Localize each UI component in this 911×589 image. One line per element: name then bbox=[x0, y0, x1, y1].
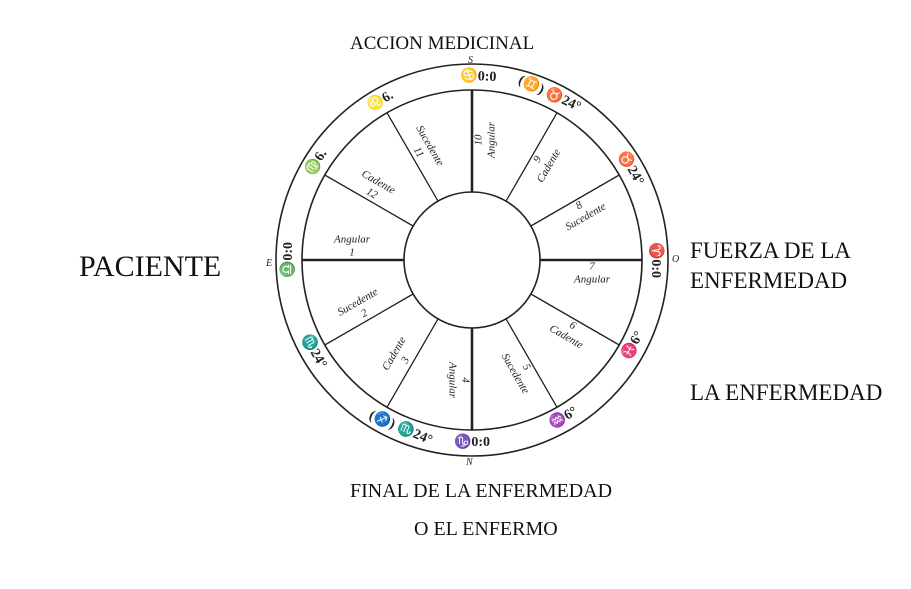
ring-sign-1: ♎0:0 bbox=[279, 242, 296, 278]
house-type-5: Sucedente bbox=[499, 351, 532, 396]
house-spoke-6 bbox=[530, 293, 620, 346]
ring-sign-4: ♑0:0 bbox=[454, 433, 490, 450]
ring-sign-2: ♏24° bbox=[298, 331, 331, 372]
label-final-line1: FINAL DE LA ENFERMEDAD bbox=[350, 480, 613, 502]
ring-sign-8: ♉24° bbox=[615, 148, 648, 189]
house-type-10: Angular bbox=[486, 121, 498, 159]
house-spoke-3 bbox=[386, 318, 439, 408]
house-type-6: Cadente bbox=[547, 323, 585, 352]
house-number-7: 7 bbox=[589, 261, 595, 273]
ring-sign-7: ♈0:0 bbox=[648, 242, 665, 278]
label-final-line2: O EL ENFERMO bbox=[414, 518, 558, 540]
inner-circle bbox=[403, 191, 541, 329]
house-number-8: 8 bbox=[574, 199, 585, 212]
house-type-8: Sucedente bbox=[563, 201, 608, 234]
label-fuerza-line2: ENFERMEDAD bbox=[690, 268, 848, 293]
house-number-9: 9 bbox=[531, 154, 544, 165]
ring-sign-5: ♒6° bbox=[546, 403, 581, 433]
house-number-2: 2 bbox=[359, 307, 370, 320]
house-type-9: Cadente bbox=[535, 147, 564, 185]
house-type-3: Cadente bbox=[380, 335, 409, 373]
label-paciente: PACIENTE bbox=[79, 250, 222, 283]
house-number-5: 5 bbox=[520, 362, 533, 373]
cardinal-south: S bbox=[468, 55, 473, 66]
cardinal-north: N bbox=[465, 457, 474, 468]
label-fuerza-line1: FUERZA DE LA bbox=[690, 238, 851, 263]
house-spoke-9 bbox=[505, 112, 558, 202]
house-spoke-12 bbox=[324, 174, 414, 227]
house-spoke-11 bbox=[386, 112, 439, 202]
house-type-1: Angular bbox=[333, 234, 371, 246]
house-spoke-5 bbox=[505, 318, 558, 408]
cardinal-east: E bbox=[265, 258, 272, 269]
house-type-7: Angular bbox=[573, 274, 611, 286]
house-type-2: Sucedente bbox=[336, 286, 381, 319]
label-la-enfermedad: LA ENFERMEDAD bbox=[690, 380, 883, 405]
ring-sign-10: ♋0:0 bbox=[460, 67, 497, 85]
house-number-3: 3 bbox=[398, 354, 412, 366]
house-number-10: 10 bbox=[473, 134, 485, 146]
house-spoke-2 bbox=[324, 293, 414, 346]
label-accion-medicinal: ACCION MEDICINAL bbox=[350, 33, 535, 54]
house-number-4: 4 bbox=[459, 377, 471, 383]
house-number-6: 6 bbox=[567, 319, 578, 332]
house-type-4: Angular bbox=[446, 361, 458, 399]
house-spoke-8 bbox=[530, 174, 620, 227]
cardinal-west: O bbox=[672, 254, 679, 265]
outer-circle bbox=[275, 63, 669, 457]
house-number-1: 1 bbox=[349, 247, 355, 259]
